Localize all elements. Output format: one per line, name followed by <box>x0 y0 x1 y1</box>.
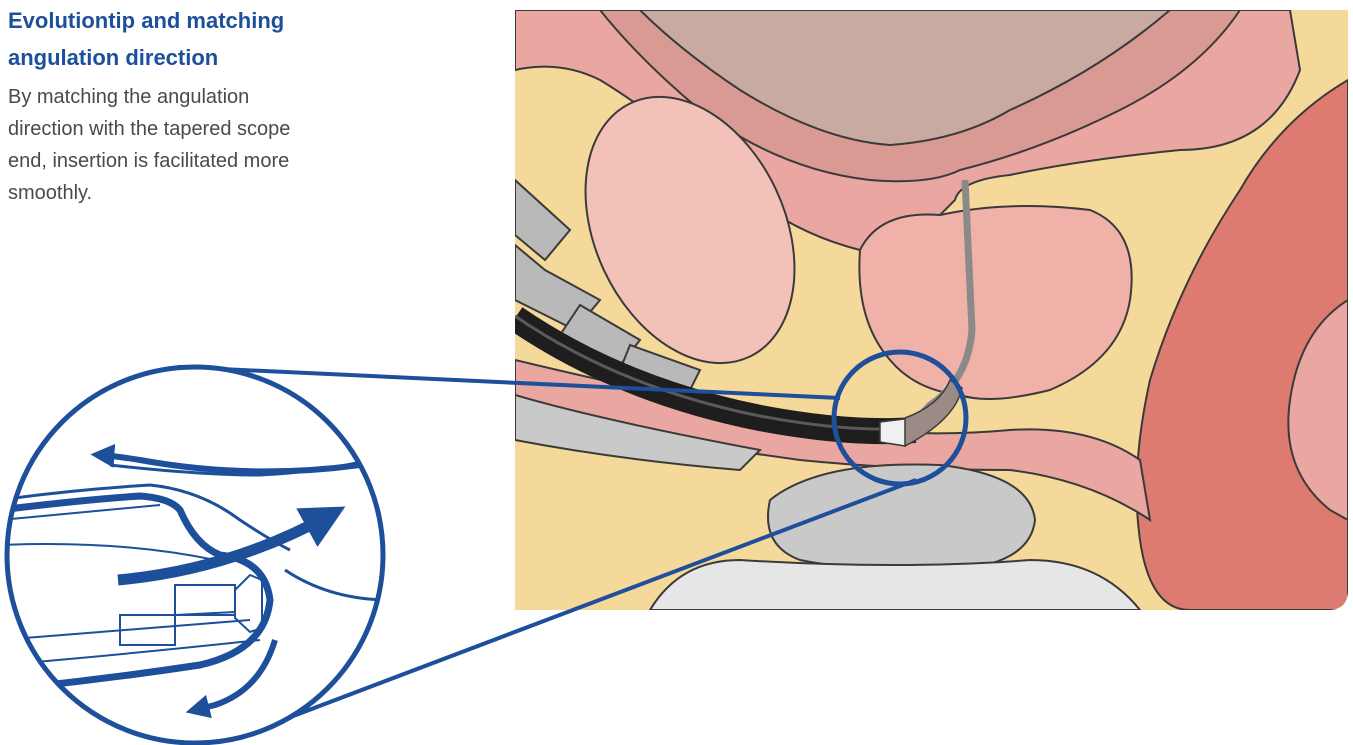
anatomy-cross-section <box>515 10 1350 610</box>
lower-tissue <box>650 560 1140 610</box>
pubic-bone <box>768 464 1035 570</box>
magnified-inset <box>0 367 390 743</box>
